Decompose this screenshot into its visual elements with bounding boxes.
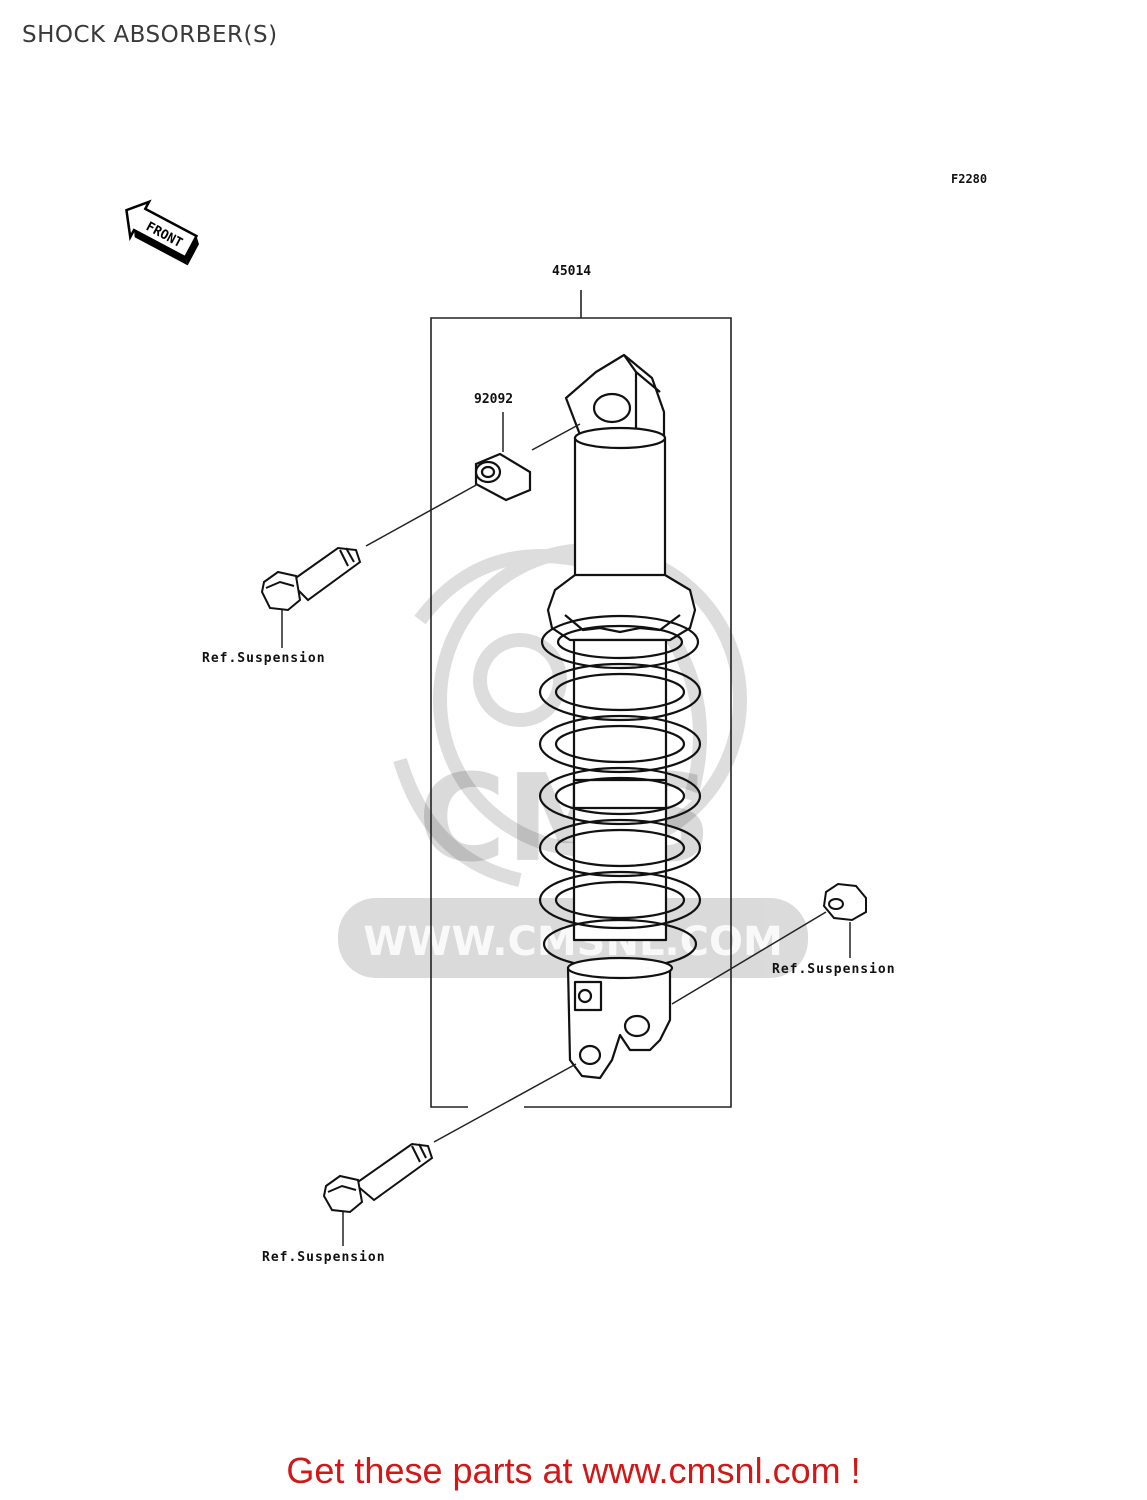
shock-absorber [546, 353, 697, 942]
assembly-bracket [430, 290, 732, 1108]
front-arrow-icon: FRONT [125, 199, 199, 266]
leader-lines [281, 412, 851, 1246]
part-number-45014[interactable]: 45014 [552, 264, 592, 279]
flange-nut [822, 882, 867, 922]
page-title: SHOCK ABSORBER(S) [22, 22, 278, 48]
cta-link[interactable]: Get these parts at www.cmsnl.com ! [286, 1450, 861, 1491]
part-number-92092[interactable]: 92092 [474, 392, 514, 407]
figure-code: F2280 [951, 172, 988, 186]
spring [538, 614, 702, 970]
ref-suspension-upper-bolt[interactable]: Ref.Suspension [202, 651, 326, 666]
ref-suspension-lower-bolt[interactable]: Ref.Suspension [262, 1250, 386, 1265]
bushing-92092 [474, 452, 532, 502]
ref-suspension-nut[interactable]: Ref.Suspension [772, 962, 896, 977]
lower-clevis [566, 956, 674, 1080]
upper-bolt [260, 546, 362, 612]
lower-bolt [322, 1142, 434, 1214]
